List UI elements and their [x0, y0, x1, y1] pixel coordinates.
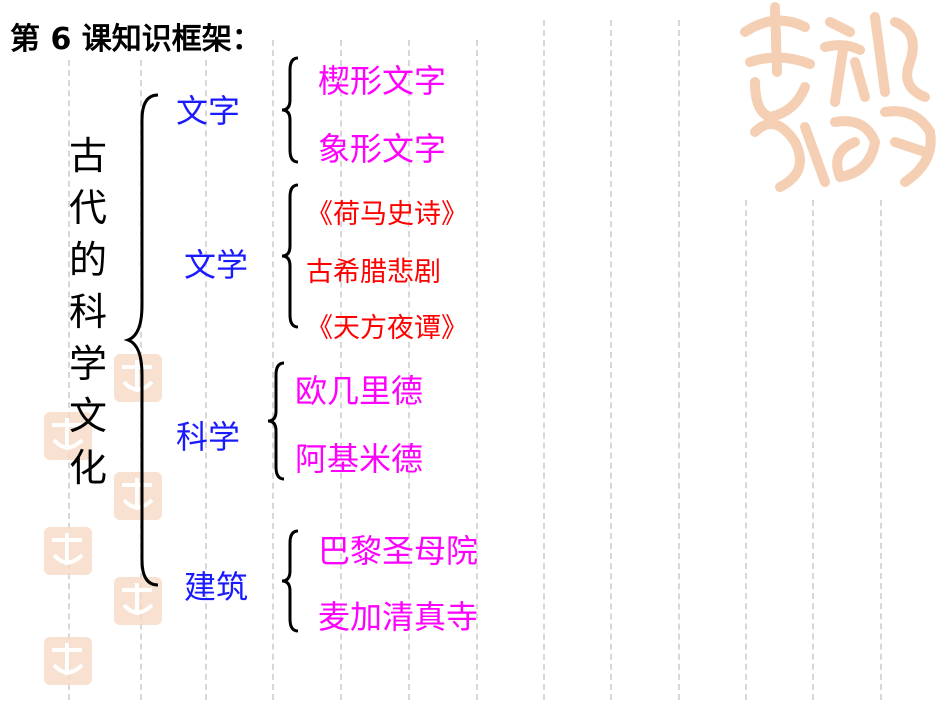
sub-brace-literature	[281, 183, 299, 329]
root-char: 学	[68, 342, 107, 386]
decorative-seal-small	[44, 412, 92, 460]
item-hieroglyphs: 象形文字	[318, 130, 447, 168]
item-euclid: 欧几里德	[295, 372, 424, 410]
sub-brace-writing	[281, 56, 299, 164]
root-char: 化	[68, 446, 107, 490]
page-title: 第 6 课知识框架：	[10, 22, 262, 57]
root-char: 的	[68, 238, 107, 282]
item-greek-tragedy: 古希腊悲剧	[306, 257, 441, 288]
category-writing: 文字	[176, 92, 241, 130]
root-char: 古	[68, 134, 107, 178]
root-char: 科	[68, 290, 107, 334]
item-arabian-nights: 《天方夜谭》	[306, 313, 468, 344]
item-mecca-mosque: 麦加清真寺	[318, 598, 479, 636]
decorative-seal-large	[740, 2, 936, 192]
root-char: 文	[68, 394, 107, 438]
item-cuneiform: 楔形文字	[318, 62, 447, 100]
decorative-seal-small	[44, 527, 92, 575]
decorative-seal-small	[114, 472, 162, 520]
category-science: 科学	[176, 418, 241, 456]
decorative-seal-small	[44, 637, 92, 685]
sub-brace-science	[267, 361, 285, 481]
item-homeric-epics: 《荷马史诗》	[306, 199, 468, 230]
sub-brace-architecture	[281, 529, 299, 633]
decorative-seal-small	[114, 577, 162, 625]
decorative-seal-small	[114, 354, 162, 402]
item-archimedes: 阿基米德	[295, 440, 424, 478]
root-topic-label: 古 代 的 科 学 文 化	[66, 130, 110, 494]
root-char: 代	[68, 186, 107, 230]
item-notre-dame: 巴黎圣母院	[318, 532, 479, 570]
category-literature: 文学	[184, 246, 249, 284]
category-architecture: 建筑	[184, 568, 249, 606]
main-brace	[123, 93, 159, 587]
